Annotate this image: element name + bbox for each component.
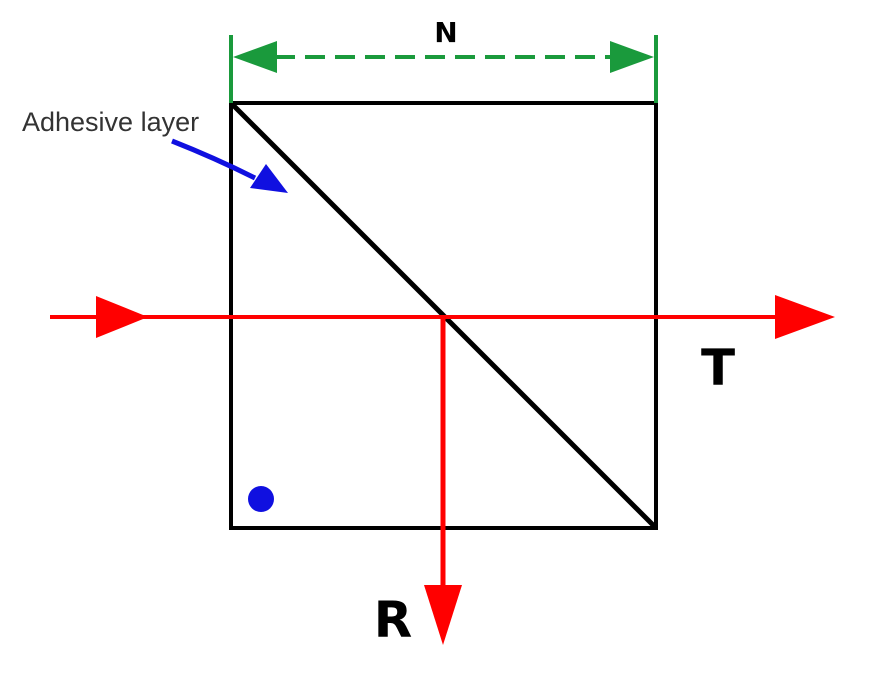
- transmitted-beam: T: [50, 295, 835, 397]
- reflected-beam: R: [374, 317, 462, 649]
- dimension-arrowhead-left: [233, 41, 277, 73]
- adhesive-label: Adhesive layer: [22, 107, 199, 137]
- reflected-arrowhead: [424, 585, 462, 645]
- orientation-marker-dot: [248, 486, 274, 512]
- incident-arrowhead: [96, 296, 148, 338]
- reflected-label: R: [374, 591, 413, 649]
- adhesive-arrowhead: [250, 164, 288, 193]
- adhesive-annotation: Adhesive layer: [22, 107, 288, 193]
- transmitted-arrowhead: [775, 295, 835, 339]
- adhesive-arrow-shaft: [171, 138, 257, 181]
- dimension-arrowhead-right: [610, 41, 654, 73]
- width-dimension: N: [229, 16, 658, 103]
- transmitted-label: T: [701, 339, 735, 397]
- width-label: N: [434, 16, 457, 49]
